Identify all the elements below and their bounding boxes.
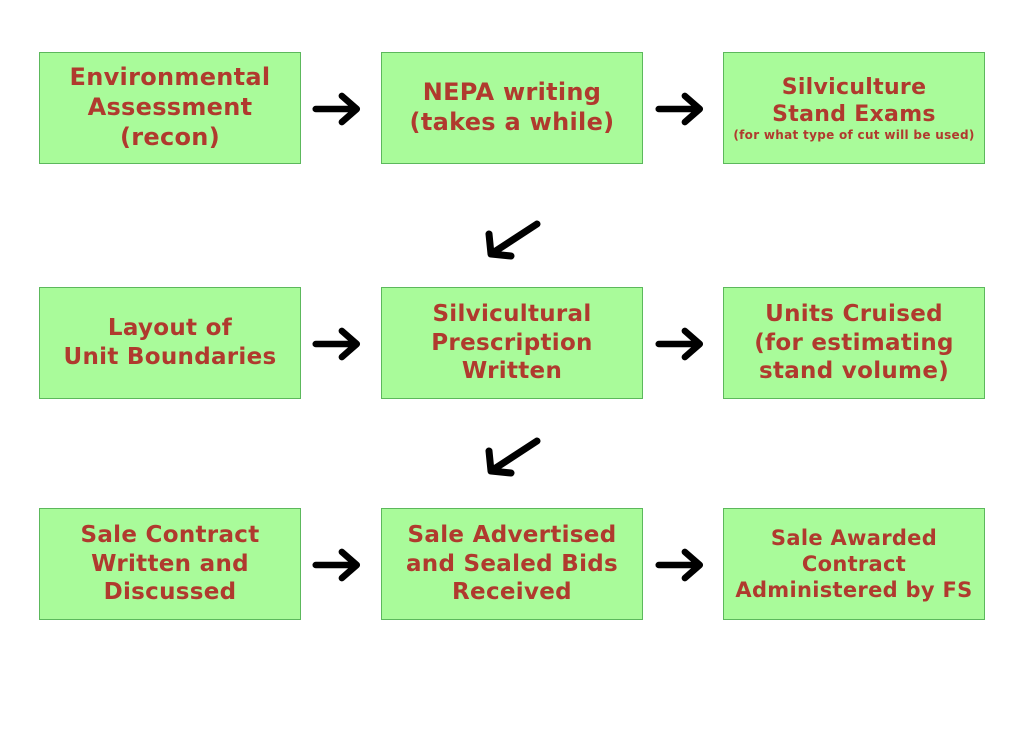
step-line: Sale Awarded	[770, 525, 938, 550]
step-silvicultural-prescription: Silvicultural Prescription Written	[381, 287, 643, 399]
step-line: Sale Contract	[80, 522, 260, 549]
step-line: Contract	[801, 551, 907, 576]
step-line: Unit Boundaries	[63, 344, 277, 370]
right-arrow-icon	[312, 327, 361, 361]
step-environmental-assessment: Environmental Assessment (recon)	[39, 52, 301, 164]
step-line: Prescription	[431, 329, 593, 356]
step-line: Written and	[91, 550, 249, 577]
right-arrow-icon	[312, 92, 361, 126]
step-note: (for what type of cut will be used)	[733, 128, 975, 143]
step-silviculture-stand-exams: Silviculture Stand Exams (for what type …	[723, 52, 985, 164]
step-layout-unit-boundaries: Layout of Unit Boundaries	[39, 287, 301, 399]
step-line: Administered by FS	[735, 578, 973, 603]
step-line: Layout of	[107, 315, 233, 342]
step-line: (takes a while)	[409, 108, 615, 136]
step-line: Silviculture	[781, 74, 927, 100]
step-line: Sale Advertised	[407, 522, 617, 549]
step-line: Units Cruised	[765, 301, 943, 328]
step-line: (recon)	[120, 122, 220, 151]
down-left-arrow-icon	[485, 220, 541, 260]
step-sale-contract-written: Sale Contract Written and Discussed	[39, 508, 301, 620]
right-arrow-icon	[312, 548, 361, 582]
step-line: NEPA writing	[422, 78, 602, 107]
right-arrow-icon	[655, 92, 704, 126]
step-line: stand volume)	[758, 358, 950, 385]
right-arrow-icon	[655, 327, 704, 361]
step-line: Assessment	[87, 93, 253, 122]
step-line: Discussed	[103, 579, 237, 606]
down-left-arrow-icon	[485, 437, 541, 477]
step-line: Silvicultural	[432, 301, 592, 328]
step-line: Written	[461, 358, 563, 385]
step-line: (for estimating	[754, 329, 954, 356]
step-sale-advertised: Sale Advertised and Sealed Bids Received	[381, 508, 643, 620]
step-line: and Sealed Bids	[405, 550, 619, 577]
right-arrow-icon	[655, 548, 704, 582]
step-line: Received	[452, 579, 572, 606]
step-line: Environmental	[69, 63, 271, 92]
step-units-cruised: Units Cruised (for estimating stand volu…	[723, 287, 985, 399]
step-line: Stand Exams	[772, 101, 936, 127]
step-sale-awarded: Sale Awarded Contract Administered by FS	[723, 508, 985, 620]
step-nepa-writing: NEPA writing (takes a while)	[381, 52, 643, 164]
